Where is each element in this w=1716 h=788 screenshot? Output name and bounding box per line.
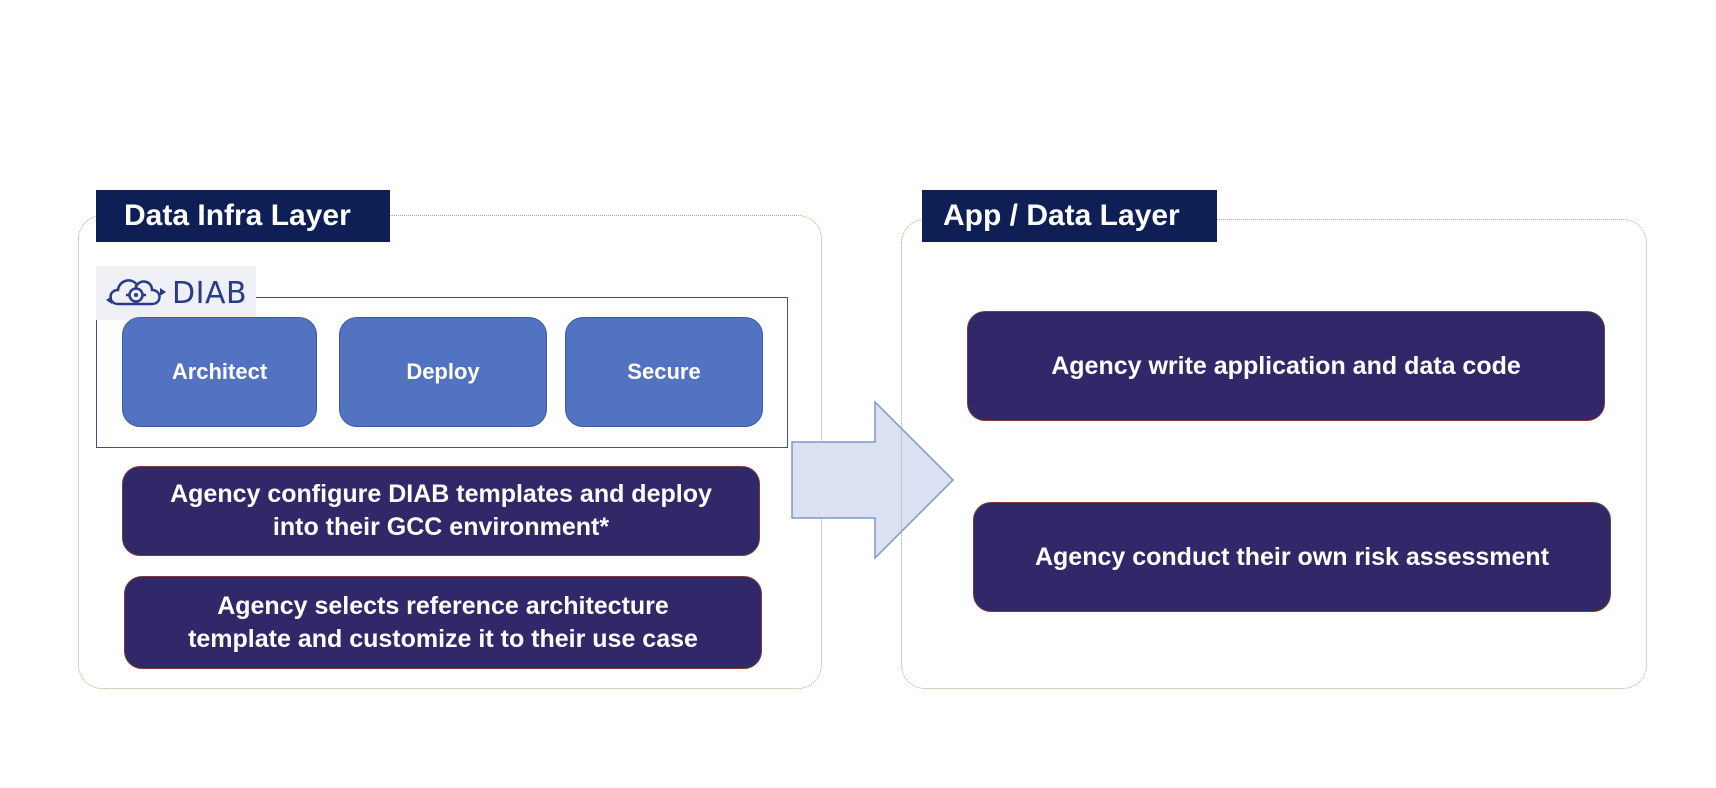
diab-logo: DIAB: [96, 266, 256, 320]
configure-templates-step: Agency configure DIAB templates and depl…: [122, 466, 760, 556]
risk-assessment-text: Agency conduct their own risk assessment: [1034, 542, 1550, 571]
app-data-layer-panel: [901, 219, 1647, 689]
diab-group-frame: [96, 297, 788, 448]
secure-phase: Secure: [565, 317, 763, 427]
deploy-phase: Deploy: [339, 317, 547, 427]
write-code-text: Agency write application and data code: [1051, 351, 1521, 380]
flow-arrow: [791, 400, 955, 560]
app-data-layer-title: App / Data Layer: [922, 190, 1217, 242]
select-architecture-step: Agency selects reference architecture te…: [124, 576, 762, 669]
architect-phase: Architect: [122, 317, 317, 427]
risk-assessment-step: Agency conduct their own risk assessment: [973, 502, 1611, 612]
write-code-step: Agency write application and data code: [967, 311, 1605, 421]
configure-templates-text: Agency configure DIAB templates and depl…: [170, 480, 712, 541]
cloud-gear-icon: [106, 279, 166, 306]
data-infra-layer-title: Data Infra Layer: [96, 190, 390, 242]
select-architecture-text: Agency selects reference architecture te…: [188, 591, 698, 653]
diab-logo-text: DIAB: [172, 275, 248, 311]
flow-arrow-shape: [791, 400, 955, 560]
